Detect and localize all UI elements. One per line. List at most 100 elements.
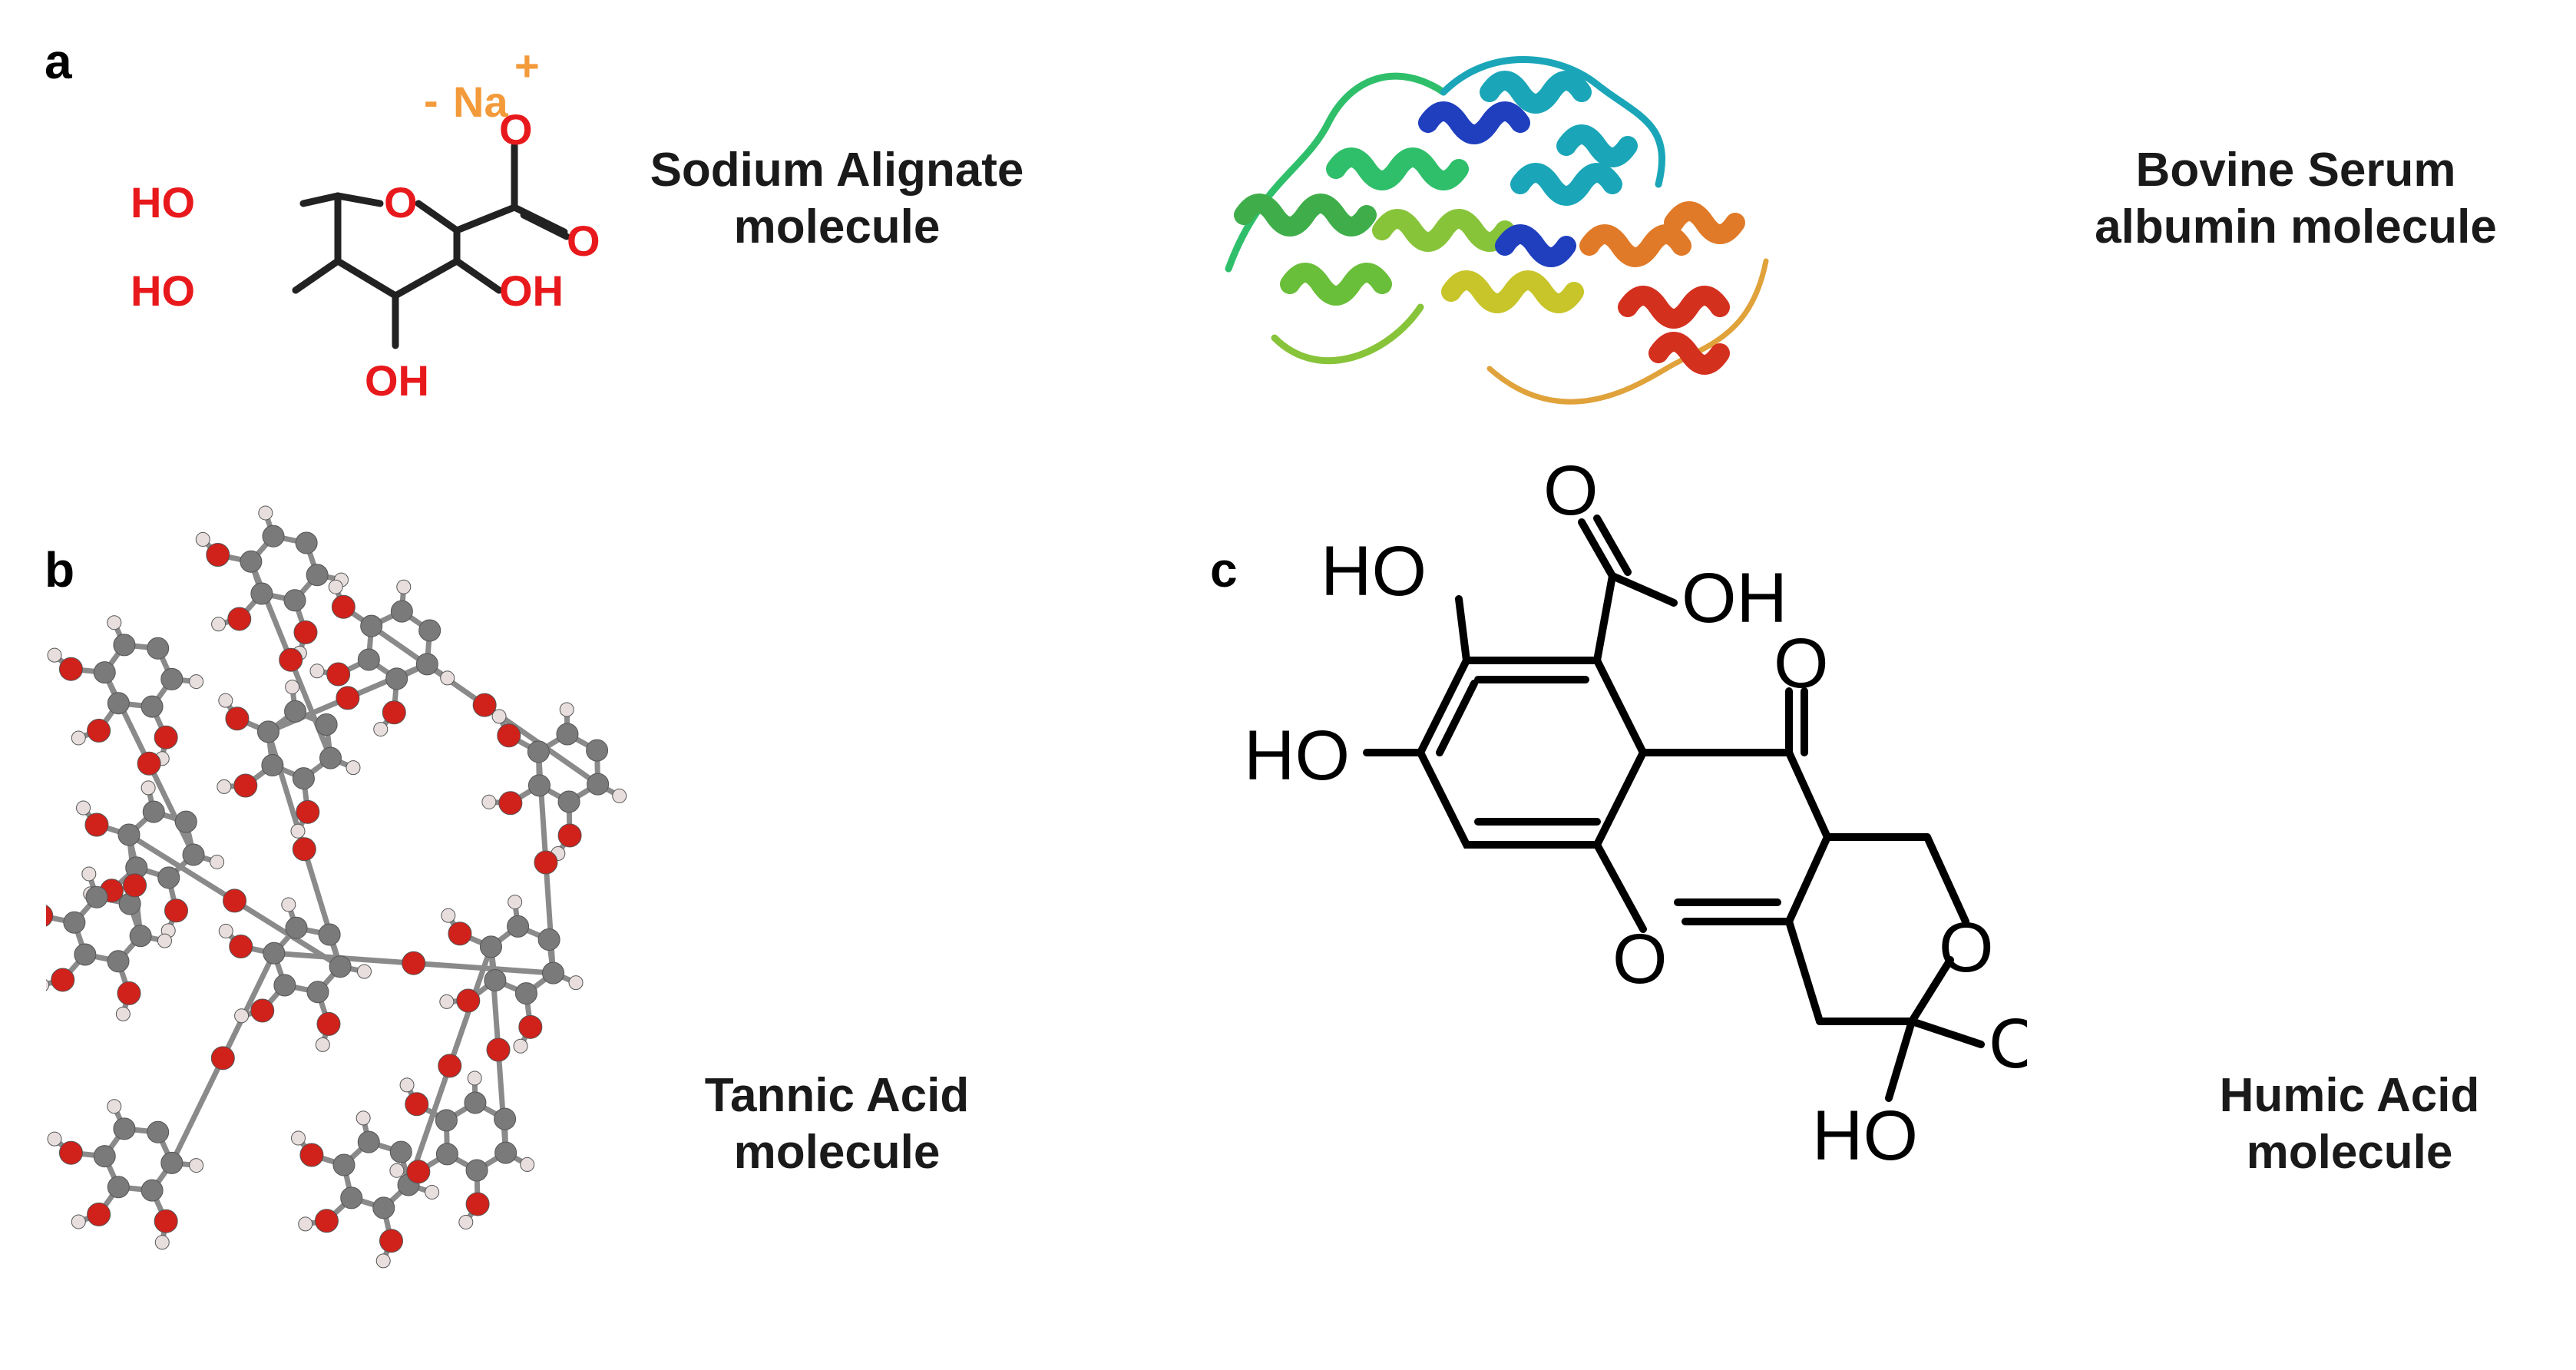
sodium-alginate-label-line1: Sodium Alignate [650,144,1024,197]
tannic-hydrogen-atom [346,760,361,776]
tannic-oxygen-atom [326,662,351,687]
sodium-alginate-structure: HO O O O HO OH OH - Na + [131,41,600,405]
tannic-carbon-atom [147,1120,170,1143]
alginate-anion-oxygen: O [499,105,533,154]
tannic-oxygen-atom [227,607,252,631]
alginate-ho-bottom-left: HO [131,266,195,315]
tannic-hydrogen-atom [290,823,306,839]
alginate-sodium-charge: + [514,41,540,90]
tannic-hydrogen-atom [425,1184,440,1200]
tannic-hydrogen-atom [315,1037,330,1052]
tannic-bond [220,951,277,1060]
tannic-carbon-atom [240,550,263,573]
bsa-label-line1: Bovine Serum [2135,144,2456,197]
tannic-bond [127,832,236,903]
tannic-carbon-atom [295,531,318,554]
tannic-bond [267,695,349,735]
tannic-oxygen-atom [292,837,316,862]
tannic-hydrogen-atom [356,964,372,979]
tannic-oxygen-atom [438,1054,462,1078]
tannic-carbon-atom [389,1140,412,1163]
tannic-carbon-atom [360,614,383,637]
tannic-carbon-atom [357,1130,380,1153]
alginate-oh-bottom: OH [365,356,429,405]
tannic-atoms [46,505,627,1269]
tannic-hydrogen-atom [71,1214,86,1229]
tannic-oxygen-atom [164,898,189,923]
tannic-oxygen-atom [58,1140,83,1165]
tannic-carbon-atom [107,692,130,715]
alginate-bonds [292,142,570,349]
tannic-bond [248,560,293,661]
alginate-carbonyl-oxygen: O [567,217,600,265]
tannic-carbon-atom [93,1145,116,1168]
tannic-oxygen-atom [250,998,275,1023]
tannic-carbon-atom [332,1153,355,1176]
tannic-carbon-atom [141,695,164,718]
tannic-carbon-atom [587,773,610,796]
tannic-oxygen-atom [497,723,521,748]
tannic-hydrogen-atom [513,1038,528,1054]
tannic-hydrogen-atom [440,670,455,686]
tannic-hydrogen-atom [467,1071,482,1086]
panel-label-c: c [1210,542,1238,597]
tannic-oxygen-atom [465,1192,490,1216]
tannic-carbon-atom [415,653,438,676]
tannic-hydrogen-atom [309,663,325,679]
tannic-carbon-atom [542,961,565,984]
humic-acid-structure: HO HO O OH O O O HO CH3 [1244,461,2027,1175]
tannic-hydrogen-atom [81,866,97,882]
tannic-bond [535,751,549,863]
tannic-hydrogen-atom [612,788,627,803]
tannic-oxygen-atom [46,905,54,927]
tannic-carbon-atom [479,935,502,958]
panel-label-a: a [45,34,72,89]
humic-ho-left: HO [1244,716,1350,795]
tannic-carbon-atom [74,943,97,966]
tannic-carbon-atom [107,1176,130,1199]
tannic-hydrogen-atom [46,978,50,991]
tannic-hydrogen-atom [298,1216,313,1232]
tannic-oxygen-atom [379,1229,404,1253]
humic-acid-label: Humic Acid molecule [2173,1067,2526,1182]
tannic-hydrogen-atom [189,674,204,690]
tannic-carbon-atom [129,925,152,948]
tannic-hydrogen-atom [234,1008,250,1024]
tannic-carbon-atom [113,634,136,657]
tannic-carbon-atom [315,713,338,736]
tannic-carbon-atom [250,582,273,605]
tannic-hydrogen-atom [520,1157,535,1172]
humic-ho-top: HO [1321,532,1427,611]
tannic-oxygen-atom [137,751,161,776]
alginate-sodium: Na [453,78,508,126]
tannic-carbon-atom [557,790,580,813]
tannic-oxygen-atom [336,686,360,710]
tannic-carbon-atom [160,1151,184,1174]
tannic-carbon-atom [85,885,108,908]
tannic-hydrogen-atom [217,779,232,794]
alginate-anion-charge: - [424,76,438,124]
tannic-carbon-atom [107,950,130,973]
tannic-oxygen-atom [406,1160,431,1184]
tannic-hydrogen-atom [218,923,233,938]
tannic-hydrogen-atom [285,680,300,695]
tannic-hydrogen-atom [47,647,62,663]
tannic-carbon-atom [273,974,296,997]
panel-label-b: b [45,542,75,597]
tannic-oxygen-atom [316,1011,341,1036]
tannic-hydrogen-atom [71,730,86,746]
tannic-hydrogen-atom [491,709,507,724]
tannic-acid-label-line1: Tannic Acid [704,1069,970,1122]
alginate-ring-oxygen: O [384,178,418,227]
tannic-carbon-atom [484,969,507,992]
tannic-carbon-atom [157,866,180,889]
humic-ho-bottom: HO [1812,1097,1918,1175]
tannic-carbon-atom [514,982,537,1005]
tannic-bond [488,946,501,1051]
tannic-oxygen-atom [448,922,472,946]
tannic-carbon-atom [263,941,286,965]
tannic-carbon-atom [306,981,329,1004]
bsa-label-line2: albumin molecule [2095,200,2497,254]
sodium-alginate-label: Sodium Alignate molecule [584,142,1090,256]
tannic-carbon-atom [284,700,307,723]
